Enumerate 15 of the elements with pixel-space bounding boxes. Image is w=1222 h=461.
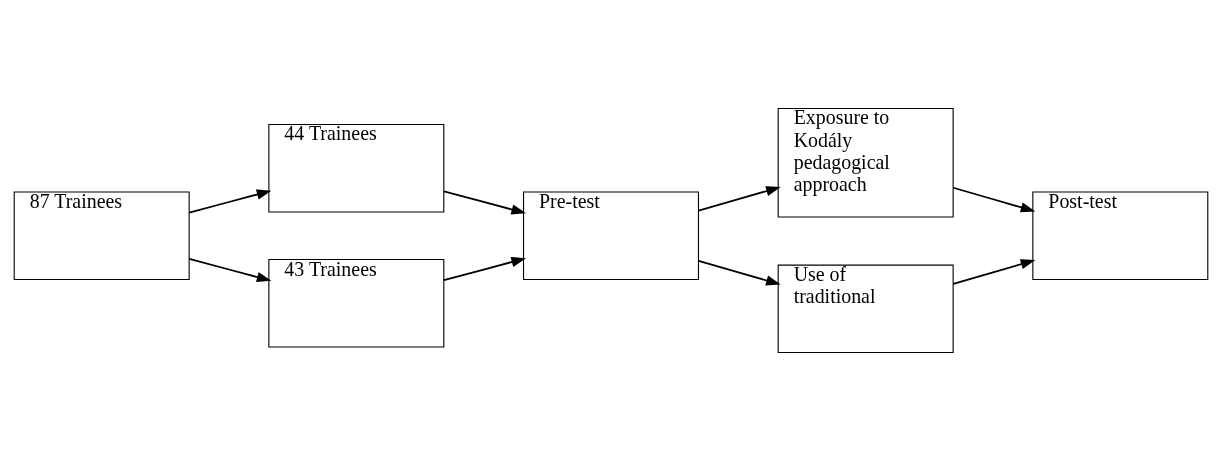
arrow	[697, 186, 781, 212]
arrow	[188, 189, 272, 214]
node-box: Use of traditional	[777, 264, 954, 354]
node-box: 44 Trainees	[268, 123, 445, 213]
arrow	[188, 258, 272, 283]
node-box: Exposure to Kodály pedagogical approach	[777, 107, 954, 218]
arrow	[697, 259, 781, 286]
node-box: Post-test	[1032, 191, 1209, 281]
node-box: Pre-test	[522, 191, 700, 281]
arrow	[443, 257, 527, 282]
arrow	[952, 186, 1036, 213]
arrow	[952, 259, 1036, 285]
node-box: 43 Trainees	[268, 259, 445, 348]
node-box: 87 Trainees	[13, 191, 190, 281]
arrow	[443, 190, 527, 215]
